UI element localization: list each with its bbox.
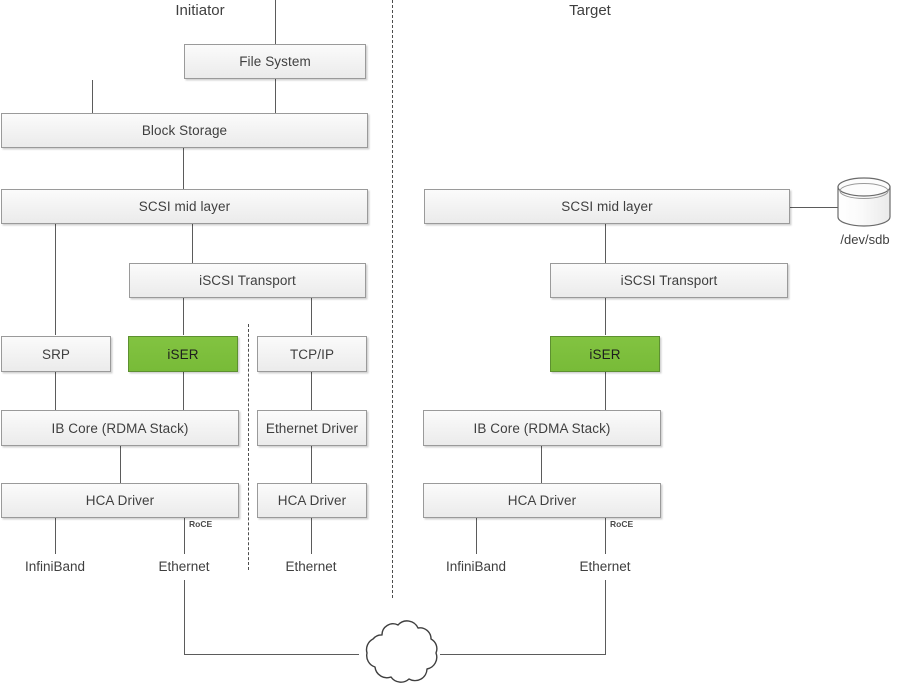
connector-network-left-segment <box>184 654 359 655</box>
node-initiator-hca-driver-ethernet[interactable]: HCA Driver <box>257 483 367 518</box>
node-initiator-iser[interactable]: iSER <box>128 336 238 372</box>
node-initiator-iscsi-transport[interactable]: iSCSI Transport <box>129 263 366 298</box>
node-label: IB Core (RDMA Stack) <box>51 420 189 436</box>
node-label: TCP/IP <box>289 346 335 362</box>
node-initiator-scsi-mid-layer[interactable]: SCSI mid layer <box>1 189 368 224</box>
header-initiator: Initiator <box>175 2 225 19</box>
connector-hca-driver-to-ethernet-roce <box>184 518 185 554</box>
node-initiator-srp[interactable]: SRP <box>1 336 111 372</box>
initiator-target-divider <box>392 0 393 598</box>
connector-scsi-to-disk <box>790 207 839 208</box>
node-label: HCA Driver <box>507 493 577 508</box>
connector-target-ethernet-to-network <box>605 580 606 654</box>
node-label: iSER <box>167 346 199 362</box>
node-label: File System <box>239 54 311 69</box>
connector-network-right-segment <box>440 654 606 655</box>
annotation-roce-initiator: RoCE <box>189 519 213 529</box>
connector-hca-driver-to-infiniband <box>55 518 56 554</box>
node-label: HCA Driver <box>85 493 155 508</box>
node-label: iSCSI Transport <box>620 273 718 288</box>
connector-scsi-to-srp <box>55 224 56 335</box>
connector-ib-core-to-hca-driver <box>120 446 121 483</box>
connector-top-to-file-system <box>275 0 276 45</box>
connector-target-scsi-to-iscsi-transport <box>605 224 606 264</box>
node-initiator-block-storage[interactable]: Block Storage <box>1 113 368 148</box>
connector-tcpip-to-ethernet-driver <box>311 372 312 410</box>
connector-hca-driver-eth-to-ethernet <box>311 518 312 554</box>
label-dev-sdb: /dev/sdb <box>840 232 890 247</box>
connector-scsi-to-iscsi-transport <box>192 224 193 264</box>
connector-iscsi-transport-to-tcpip <box>311 298 312 335</box>
node-label: Block Storage <box>141 123 228 138</box>
node-initiator-tcp-ip[interactable]: TCP/IP <box>257 336 367 372</box>
node-initiator-file-system[interactable]: File System <box>184 44 366 79</box>
connector-srp-to-ib-core <box>55 372 56 410</box>
label-target-infiniband: InfiniBand <box>445 559 507 574</box>
node-target-iser[interactable]: iSER <box>550 336 660 372</box>
node-initiator-ib-core[interactable]: IB Core (RDMA Stack) <box>1 410 239 446</box>
node-label: HCA Driver <box>277 493 347 508</box>
label-initiator-ethernet-roce: Ethernet <box>158 559 210 574</box>
connector-target-hca-driver-to-ethernet-roce <box>605 518 606 554</box>
node-initiator-ethernet-driver[interactable]: Ethernet Driver <box>257 410 367 446</box>
header-target: Target <box>569 2 611 19</box>
label-initiator-ethernet-tcp: Ethernet <box>285 559 337 574</box>
connector-initiator-ethernet-to-network <box>184 580 185 654</box>
connector-block-storage-to-scsi <box>183 148 184 190</box>
network-cloud-icon[interactable] <box>351 612 451 688</box>
connector-target-iser-to-ib-core <box>605 372 606 410</box>
connector-target-hca-driver-to-infiniband <box>476 518 477 554</box>
node-target-ib-core[interactable]: IB Core (RDMA Stack) <box>423 410 661 446</box>
disk-cylinder-icon <box>834 176 894 239</box>
node-label: Ethernet Driver <box>265 420 359 436</box>
node-initiator-hca-driver[interactable]: HCA Driver <box>1 483 239 518</box>
label-target-ethernet-roce: Ethernet <box>579 559 631 574</box>
node-label: SCSI mid layer <box>561 199 653 214</box>
node-target-iscsi-transport[interactable]: iSCSI Transport <box>550 263 788 298</box>
rdma-tcp-divider <box>248 324 249 570</box>
node-target-scsi-mid-layer[interactable]: SCSI mid layer <box>424 189 790 224</box>
connector-ethernet-driver-to-hca-driver <box>311 446 312 483</box>
connector-target-iscsi-transport-to-iser <box>605 298 606 335</box>
node-target-hca-driver[interactable]: HCA Driver <box>423 483 661 518</box>
node-label: iSER <box>589 346 621 362</box>
connector-stub-to-block-storage <box>92 80 93 114</box>
label-initiator-infiniband: InfiniBand <box>24 559 86 574</box>
node-label: iSCSI Transport <box>199 273 296 288</box>
annotation-roce-target: RoCE <box>610 519 634 529</box>
connector-iscsi-transport-to-iser <box>183 298 184 335</box>
node-label: SRP <box>41 346 71 362</box>
connector-target-ib-core-to-hca-driver <box>541 446 542 483</box>
node-label: SCSI mid layer <box>138 199 231 214</box>
connector-file-system-to-block-storage <box>275 78 276 114</box>
connector-iser-to-ib-core <box>183 372 184 410</box>
node-label: IB Core (RDMA Stack) <box>473 420 611 436</box>
